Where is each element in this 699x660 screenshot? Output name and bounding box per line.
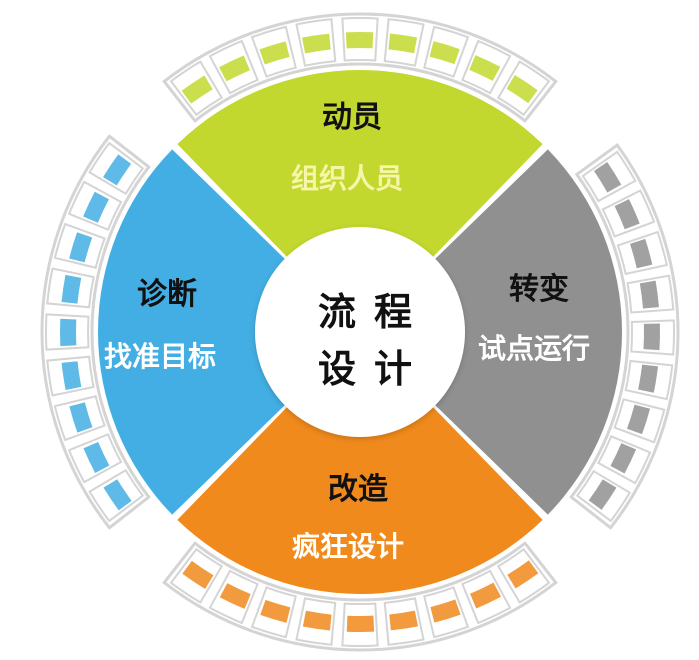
frame-top-slot [181, 75, 213, 104]
center-label-line1: 流程 [318, 290, 431, 334]
frame-left-tile [46, 355, 95, 397]
frame-bottom-tile [295, 597, 337, 646]
segment-bottom-wedge [177, 403, 543, 594]
frame-top-slot [218, 55, 250, 82]
frame-top-slot [506, 75, 538, 104]
frame-top-slot [469, 55, 501, 81]
segment-bottom-title: 改造 [328, 472, 388, 507]
frame-right-tile [626, 274, 675, 314]
frame-bottom-tile [496, 547, 551, 604]
frame-top-slot [345, 31, 374, 49]
frame-right-slot [614, 199, 640, 230]
frame-left-tile [67, 180, 123, 231]
frame-left-slot [61, 274, 82, 304]
frame-top-tile [250, 25, 297, 78]
frame-right-slot [588, 479, 617, 510]
frame-bottom-slot [182, 560, 214, 589]
segment-right-subtitle: 试点运行 [478, 332, 591, 365]
frame-bottom [162, 541, 558, 652]
frame-left-tile [53, 222, 106, 269]
frame-left-tile [67, 433, 123, 484]
frame-top-slot [429, 41, 460, 65]
frame-right-slot [610, 443, 637, 474]
frame-top-tile [341, 17, 379, 62]
frame-right-tile [597, 435, 652, 485]
segment-top-title: 动员 [322, 100, 382, 135]
frame-right-tile [630, 319, 675, 356]
frame-bottom-slot [470, 582, 502, 609]
frame-left-slot [103, 154, 132, 186]
frame-top-tile [461, 39, 512, 95]
frame-right-slot [593, 161, 622, 193]
frame-left-slot [61, 361, 82, 390]
frame-bottom-slot [507, 560, 539, 589]
decorative-frame-blocks [40, 12, 680, 652]
frame-right-slot [639, 280, 659, 309]
frame-left-slot [103, 479, 132, 511]
center-label-line2: 设计 [318, 347, 431, 391]
frame-top-slot [259, 41, 290, 65]
frame-bottom-tile [208, 569, 259, 625]
segment-right-title: 转变 [509, 272, 569, 307]
frame-top-tile [295, 18, 337, 67]
frame-left-slot [69, 402, 93, 433]
frame-right-tile [581, 150, 637, 203]
segment-right-wedge [431, 149, 623, 515]
frame-right-tile [613, 398, 666, 444]
segment-top-wedge [177, 69, 543, 261]
frame-top-slot [302, 33, 331, 54]
frame-bottom-slot [346, 615, 375, 632]
frame-bottom-slot [302, 610, 332, 631]
frame-bottom-slot [219, 583, 251, 609]
frame-left-slot [83, 191, 109, 223]
segment-wedges [98, 69, 623, 594]
frame-right-slot [629, 238, 653, 269]
frame-top-tile [208, 39, 259, 95]
frame-left-tile [45, 313, 90, 351]
frame-left-tile [46, 267, 95, 309]
segment-top-subtitle: 组织人员 [291, 162, 404, 195]
frame-left-slot [59, 318, 77, 347]
segment-left-title: 诊断 [137, 277, 197, 312]
frame-right-slot [643, 323, 660, 351]
frame-top-tile [496, 60, 551, 117]
frame-bottom-tile [169, 547, 224, 604]
frame-bottom-tile [341, 602, 379, 648]
frame-bottom-slot [389, 610, 418, 631]
frame-right-tile [575, 469, 632, 523]
frame-left-tile [88, 468, 145, 523]
frame-right-slot [627, 404, 651, 435]
frame-top-slot [388, 33, 418, 54]
frame-top-tile [169, 60, 224, 117]
segment-bottom-subtitle: 疯狂设计 [292, 530, 405, 563]
segment-left-subtitle: 找准目标 [104, 340, 217, 373]
frame-right-slot [638, 364, 659, 393]
frame-left [40, 134, 151, 530]
frame-right [569, 142, 680, 530]
frame-top-tile [383, 18, 425, 67]
frame-bottom-slot [260, 599, 291, 623]
frame-bottom-tile [383, 597, 425, 646]
frame-left-slot [69, 232, 93, 263]
frame-right-tile [601, 189, 656, 238]
frame-left-tile [53, 395, 106, 442]
frame-bottom-tile [250, 586, 297, 639]
frame-top-tile [423, 25, 470, 78]
center-hub [255, 227, 465, 437]
frame-right-tile [624, 359, 674, 401]
frame-left-tile [88, 141, 145, 196]
frame-top [162, 12, 558, 123]
frame-left-slot [83, 442, 110, 474]
frame-bottom-tile [461, 569, 512, 625]
segment-left-wedge [98, 149, 289, 515]
frame-bottom-tile [423, 586, 470, 639]
frame-bottom-slot [430, 599, 461, 623]
frame-right-tile [616, 230, 668, 276]
